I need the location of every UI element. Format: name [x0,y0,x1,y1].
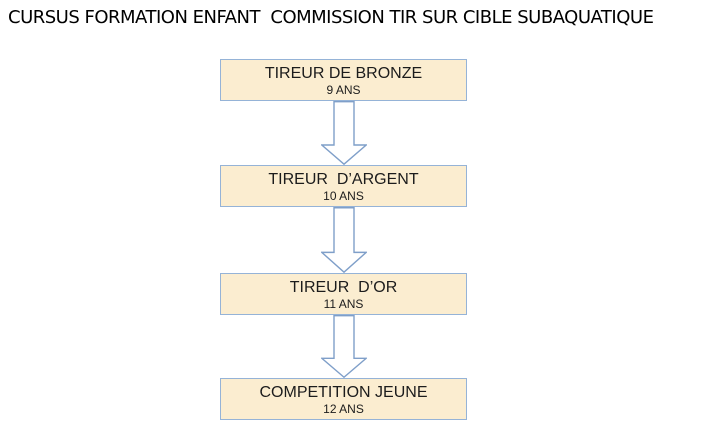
step-age: 11 ANS [323,296,364,311]
step-age: 9 ANS [326,82,361,97]
step-age: 12 ANS [323,401,364,416]
down-arrow-icon [321,101,367,165]
step-box-tireur-d-or: TIREUR D’OR 11 ANS [220,273,467,315]
down-arrow-icon [321,207,367,273]
step-label: COMPETITION JEUNE [259,383,428,401]
step-label: TIREUR D’OR [289,278,398,296]
step-label: TIREUR DE BRONZE [264,64,423,82]
diagram-title: CURSUS FORMATION ENFANT COMMISSION TIR S… [8,7,654,28]
step-box-tireur-d-argent: TIREUR D’ARGENT 10 ANS [220,165,467,207]
step-box-tireur-de-bronze: TIREUR DE BRONZE 9 ANS [220,59,467,101]
step-age: 10 ANS [323,188,364,203]
step-label: TIREUR D’ARGENT [268,170,419,188]
down-arrow-icon [321,315,367,378]
step-box-competition-jeune: COMPETITION JEUNE 12 ANS [220,378,467,420]
